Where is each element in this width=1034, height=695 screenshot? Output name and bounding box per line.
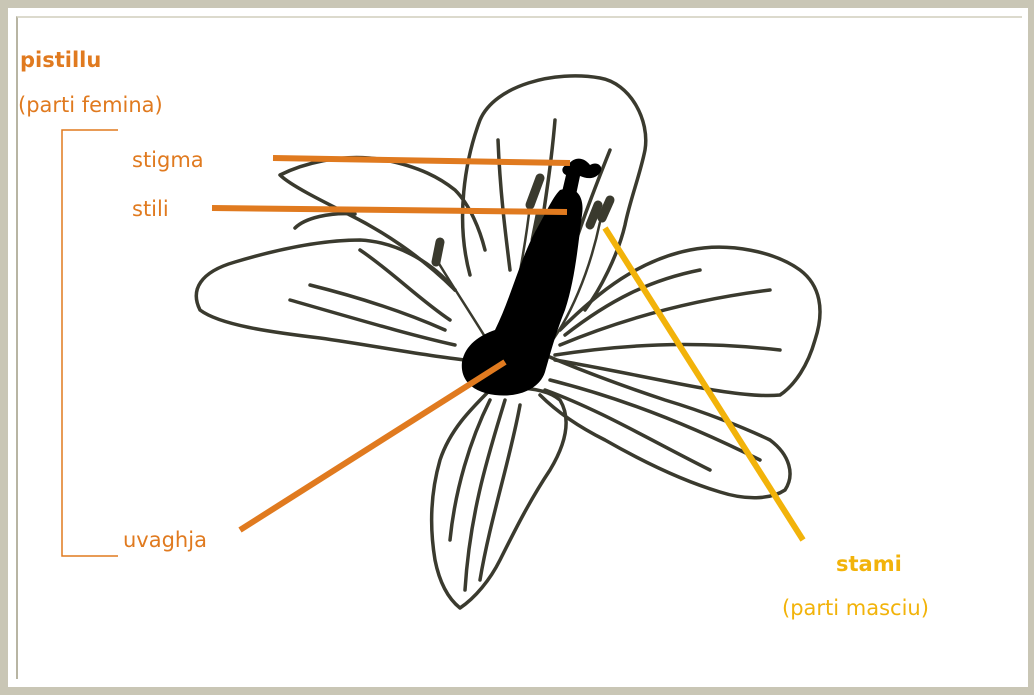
vein-right-3 [565, 270, 700, 335]
stigma-label: stigma [132, 147, 204, 173]
ovary-leader-line [240, 362, 505, 530]
style-label: stili [132, 196, 169, 222]
pistil-subtitle: (parti femina) [18, 92, 163, 118]
stamen-anther-4 [590, 205, 598, 225]
stamen-anther-3 [602, 200, 610, 218]
stamen-subtitle: (parti masciu) [782, 595, 929, 621]
petal-lower-right [540, 355, 790, 498]
ovary-label: uvaghja [123, 527, 207, 553]
stamen-leader-line [605, 228, 803, 540]
stamen-anther-5 [436, 242, 440, 262]
filament-3 [438, 262, 490, 345]
petal-left-tip [295, 214, 355, 228]
stamen-anther-1 [530, 178, 540, 205]
pistil-title: pistillu [20, 47, 101, 73]
stamen-title: stami [836, 551, 902, 577]
style-leader-line [212, 208, 567, 212]
pistil-bracket [62, 130, 118, 556]
vein-bottom-2 [480, 405, 520, 580]
petal-upper-left [280, 158, 485, 290]
vein-right-2 [555, 345, 780, 355]
